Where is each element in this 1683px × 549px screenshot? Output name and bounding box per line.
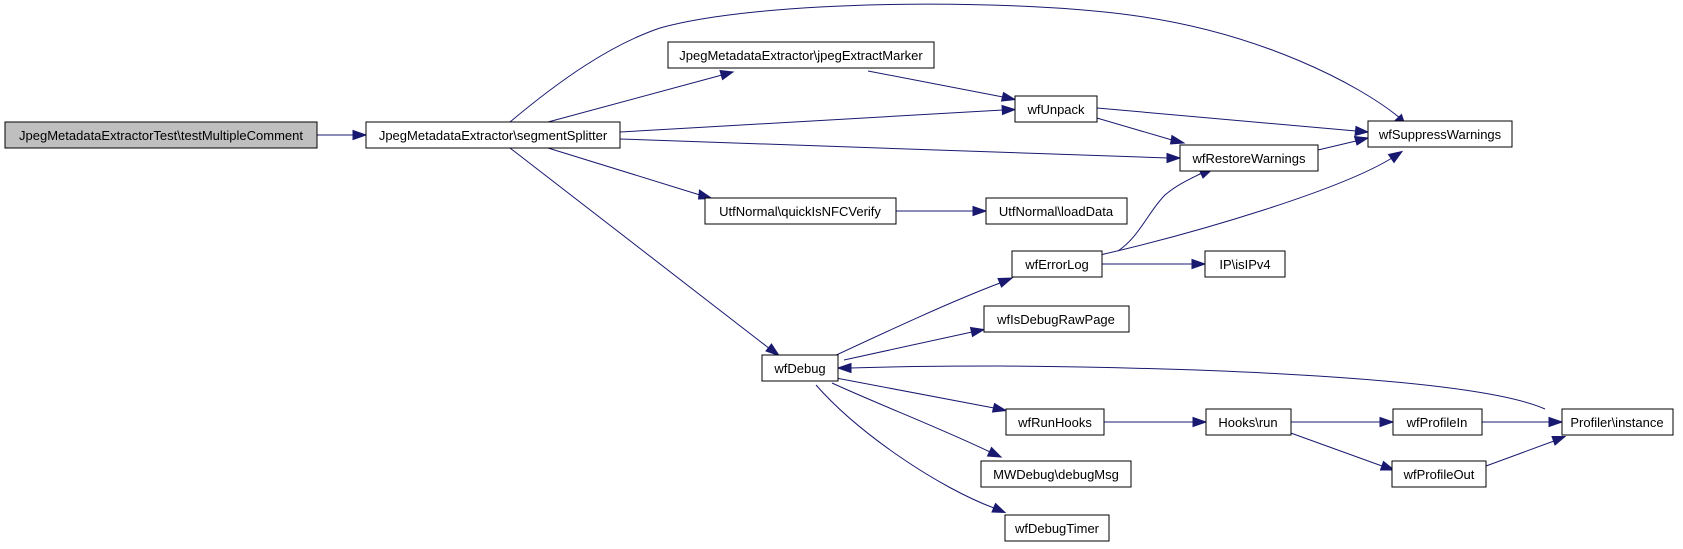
node-wfprofilein-label: wfProfileIn — [1406, 415, 1468, 430]
edge-hooksrun-to-wfprofilein — [1291, 416, 1395, 428]
node-wfprofileout-label: wfProfileOut — [1403, 467, 1475, 482]
edge-wfprofilein-to-profilerinstance — [1482, 416, 1564, 428]
edge-wferrorlog-to-wfsuppresswarnings — [1099, 150, 1404, 256]
node-profilerinstance[interactable]: Profiler\instance — [1561, 408, 1674, 436]
node-wfdebugtimer-label: wfDebugTimer — [1014, 521, 1100, 536]
node-wfdebug-label: wfDebug — [773, 361, 825, 376]
node-wfrunhooks-box — [1005, 408, 1105, 436]
edge-profilerinstance-to-wfdebug — [836, 362, 1546, 410]
edge-jpegextractmarker-to-wfunpack — [867, 70, 1017, 102]
node-wfisdebugrawpage[interactable]: wfIsDebugRawPage — [983, 305, 1130, 333]
node-wfisdebugrawpage-box — [983, 305, 1130, 333]
node-segmentsplitter-label: JpegMetadataExtractor\segmentSplitter — [379, 128, 608, 143]
edge-segmentsplitter-to-jpegextractmarker — [547, 69, 735, 123]
node-wferrorlog-box — [1011, 250, 1103, 278]
node-root-box — [4, 121, 318, 149]
node-jpegextractmarker-label: JpegMetadataExtractor\jpegExtractMarker — [679, 48, 923, 63]
node-wfunpack-label: wfUnpack — [1026, 102, 1085, 117]
node-wfdebugtimer[interactable]: wfDebugTimer — [1004, 514, 1110, 542]
node-wfdebug-box — [761, 354, 839, 382]
edge-wfdebug-to-wfdebugtimer — [815, 384, 1007, 514]
node-wfprofilein[interactable]: wfProfileIn — [1392, 408, 1483, 436]
edge-quickisnfcverify-to-loaddata — [896, 205, 988, 217]
node-hooksrun-box — [1205, 408, 1292, 436]
node-isipv4-box — [1204, 250, 1286, 278]
edges — [317, 3, 1567, 514]
node-quickisnfcverify-box — [704, 197, 897, 225]
edge-segmentsplitter-to-wfrestorewarnings — [619, 138, 1182, 164]
edge-segmentsplitter-to-quickisnfcverify — [547, 147, 714, 200]
edge-segmentsplitter-to-wfunpack — [619, 104, 1017, 133]
node-wfrunhooks[interactable]: wfRunHooks — [1005, 408, 1105, 436]
edge-wfunpack-to-wfrestorewarnings — [1089, 115, 1186, 145]
node-quickisnfcverify-label: UtfNormal\quickIsNFCVerify — [719, 204, 881, 219]
node-wfrunhooks-label: wfRunHooks — [1017, 415, 1092, 430]
node-wfdebugtimer-box — [1004, 514, 1110, 542]
edge-wfunpack-to-wfsuppresswarnings — [1096, 107, 1370, 137]
node-loaddata-label: UtfNormal\loadData — [999, 204, 1114, 219]
node-wferrorlog[interactable]: wfErrorLog — [1011, 250, 1103, 278]
nodes: JpegMetadataExtractorTest\testMultipleCo… — [4, 41, 1674, 542]
node-wfprofileout-box — [1391, 460, 1487, 488]
node-wfunpack-box — [1014, 95, 1098, 123]
node-wfrestorewarnings[interactable]: wfRestoreWarnings — [1179, 144, 1319, 172]
edge-wfdebug-to-wfrunhooks — [835, 377, 1008, 413]
edge-segmentsplitter-to-wfdebug — [509, 147, 781, 357]
node-isipv4[interactable]: IP\isIPv4 — [1204, 250, 1286, 278]
edge-wfrestorewarnings-to-wfsuppresswarnings — [1317, 135, 1370, 151]
node-wfsuppresswarnings-label: wfSuppressWarnings — [1378, 127, 1502, 142]
edge-wfrunhooks-to-hooksrun — [1104, 416, 1208, 428]
node-profilerinstance-box — [1561, 408, 1674, 436]
node-wferrorlog-label: wfErrorLog — [1024, 257, 1089, 272]
edge-root-to-segmentsplitter — [317, 129, 368, 141]
node-root[interactable]: JpegMetadataExtractorTest\testMultipleCo… — [4, 121, 318, 149]
edge-wfdebug-to-wfisdebugrawpage — [843, 326, 986, 361]
node-wfsuppresswarnings-box — [1367, 120, 1513, 148]
node-debugmsg-label: MWDebug\debugMsg — [993, 467, 1119, 482]
node-loaddata[interactable]: UtfNormal\loadData — [985, 197, 1128, 225]
node-loaddata-box — [985, 197, 1128, 225]
node-debugmsg[interactable]: MWDebug\debugMsg — [980, 460, 1132, 488]
node-wfsuppresswarnings[interactable]: wfSuppressWarnings — [1367, 120, 1513, 148]
node-wfrestorewarnings-box — [1179, 144, 1319, 172]
edge-segmentsplitter-to-wfsuppresswarnings — [509, 3, 1407, 129]
node-hooksrun-label: Hooks\run — [1218, 415, 1277, 430]
node-wfrestorewarnings-label: wfRestoreWarnings — [1192, 151, 1306, 166]
node-profilerinstance-label: Profiler\instance — [1570, 415, 1663, 430]
node-debugmsg-box — [980, 460, 1132, 488]
node-segmentsplitter-box — [365, 121, 621, 149]
node-root-label: JpegMetadataExtractorTest\testMultipleCo… — [19, 128, 303, 143]
edge-wfdebug-to-debugmsg — [831, 382, 1003, 458]
node-jpegextractmarker[interactable]: JpegMetadataExtractor\jpegExtractMarker — [667, 41, 935, 69]
node-wfdebug[interactable]: wfDebug — [761, 354, 839, 382]
node-wfunpack[interactable]: wfUnpack — [1014, 95, 1098, 123]
node-segmentsplitter[interactable]: JpegMetadataExtractor\segmentSplitter — [365, 121, 621, 149]
node-wfprofilein-box — [1392, 408, 1483, 436]
node-wfprofileout[interactable]: wfProfileOut — [1391, 460, 1487, 488]
node-isipv4-label: IP\isIPv4 — [1219, 257, 1270, 272]
edge-wfdebug-to-wferrorlog — [831, 277, 1014, 358]
edge-hooksrun-to-wfprofileout — [1287, 431, 1396, 471]
node-jpegextractmarker-box — [667, 41, 935, 69]
node-quickisnfcverify[interactable]: UtfNormal\quickIsNFCVerify — [704, 197, 897, 225]
edge-wfprofileout-to-profilerinstance — [1485, 436, 1567, 467]
edge-wferrorlog-to-isipv4 — [1102, 258, 1207, 270]
node-wfisdebugrawpage-label: wfIsDebugRawPage — [996, 312, 1115, 327]
node-hooksrun[interactable]: Hooks\run — [1205, 408, 1292, 436]
